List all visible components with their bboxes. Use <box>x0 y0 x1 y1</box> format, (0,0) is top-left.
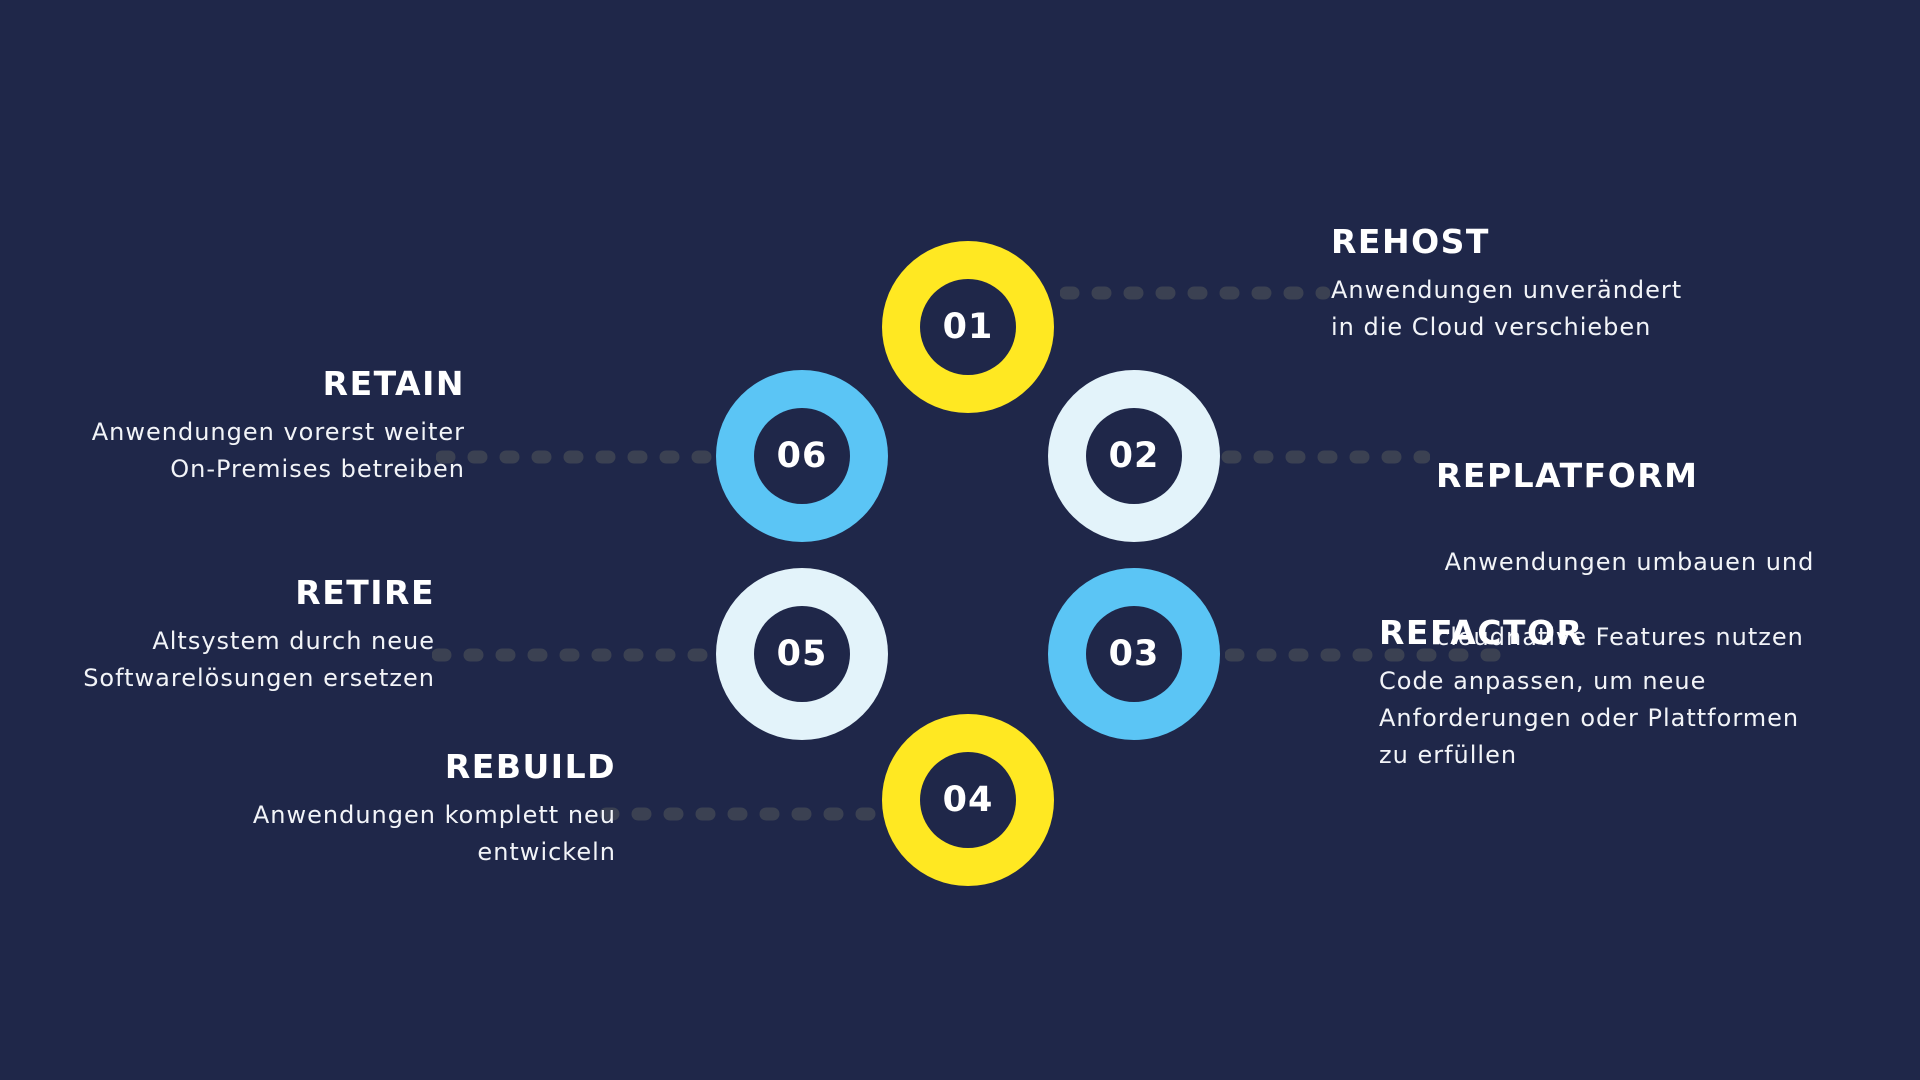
step-06-ring: 06 <box>716 370 888 542</box>
ring-core: 05 <box>754 606 850 702</box>
step-01-label: REHOST Anwendungen unverändert in die Cl… <box>1331 222 1851 346</box>
step-description-line: in die Cloud verschieben <box>1331 313 1652 341</box>
step-03-label: REFACTOR Code anpassen, um neue Anforder… <box>1379 613 1899 774</box>
step-description-line: Anwendungen vorerst weiter <box>91 418 465 446</box>
step-description-line: Anwendungen umbauen und <box>1436 548 1815 576</box>
step-01-ring: 01 <box>882 241 1054 413</box>
step-description-line: cloudnative Features nutzen <box>1436 623 1804 651</box>
ring-core: 04 <box>920 752 1016 848</box>
step-number: 06 <box>776 436 828 476</box>
step-number: 03 <box>1108 634 1160 674</box>
step-06-label: RETAIN Anwendungen vorerst weiter On-Pre… <box>20 364 465 488</box>
step-description-line: Code anpassen, um neue <box>1379 667 1707 695</box>
step-05-ring: 05 <box>716 568 888 740</box>
step-title: REBUILD <box>444 747 616 786</box>
ring-core: 03 <box>1086 606 1182 702</box>
step-description-line: Anwendungen unverändert <box>1331 276 1683 304</box>
step-title: REFACTOR <box>1379 613 1584 652</box>
step-title: RETIRE <box>295 573 435 612</box>
step-number: 01 <box>942 307 994 347</box>
step-02-label: REPLATFORM Anwendungen umbauen und cloud… <box>1436 418 1906 694</box>
step-04-ring: 04 <box>882 714 1054 886</box>
ring-core: 06 <box>754 408 850 504</box>
step-04-label: REBUILD Anwendungen komplett neu entwick… <box>160 747 616 871</box>
step-description-line: Anwendungen komplett neu <box>252 801 616 829</box>
step-number: 02 <box>1108 436 1160 476</box>
step-title: RETAIN <box>322 364 465 403</box>
step-number: 05 <box>776 634 828 674</box>
step-05-label: RETIRE Altsystem durch neue Softwarelösu… <box>20 573 435 697</box>
step-description-line: entwickeln <box>477 838 616 866</box>
step-description-line: zu erfüllen <box>1379 741 1518 769</box>
step-03-ring: 03 <box>1048 568 1220 740</box>
step-number: 04 <box>942 780 994 820</box>
step-description-line: Anforderungen oder Plattformen <box>1379 704 1800 732</box>
step-description-line: On-Premises betreiben <box>170 455 465 483</box>
step-description-line: Softwarelösungen ersetzen <box>83 664 435 692</box>
ring-core: 02 <box>1086 408 1182 504</box>
ring-core: 01 <box>920 279 1016 375</box>
step-title: REPLATFORM <box>1436 456 1699 495</box>
step-description-line: Altsystem durch neue <box>152 627 435 655</box>
step-02-ring: 02 <box>1048 370 1220 542</box>
step-title: REHOST <box>1331 222 1490 261</box>
